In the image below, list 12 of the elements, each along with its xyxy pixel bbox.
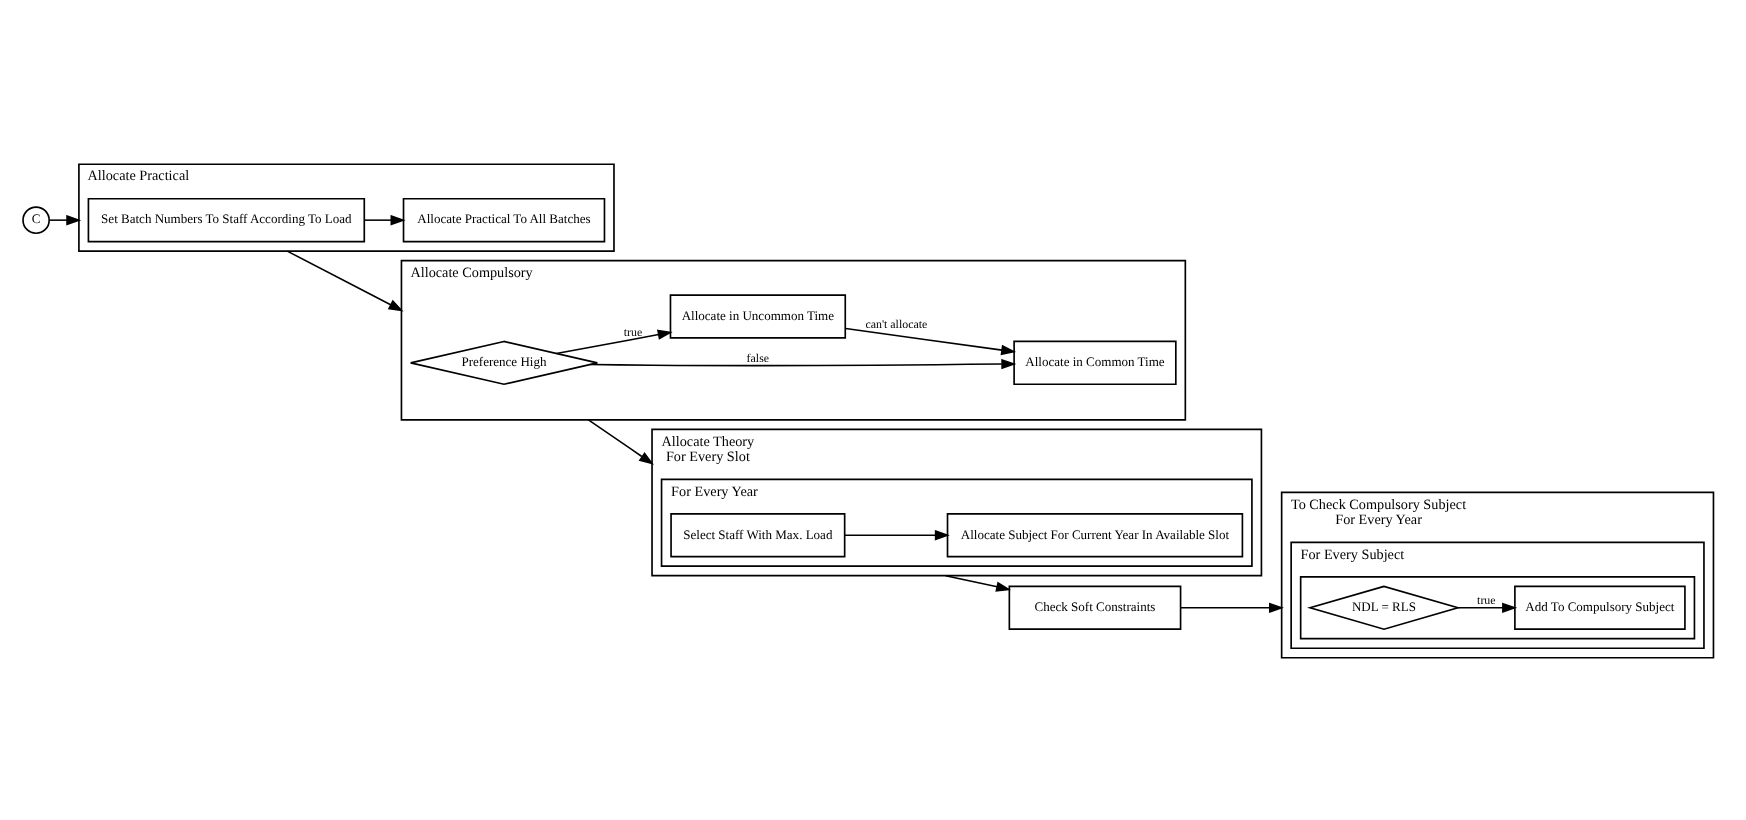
arrow bbox=[48, 213, 82, 225]
arrow bbox=[286, 249, 404, 311]
arrow bbox=[555, 328, 673, 354]
arrow bbox=[844, 529, 950, 540]
arrow bbox=[363, 213, 406, 225]
arrow bbox=[1179, 601, 1284, 613]
arrow bbox=[589, 357, 1017, 369]
arrow bbox=[944, 573, 1012, 591]
cluster bbox=[1299, 575, 1696, 639]
arrow bbox=[1457, 601, 1518, 613]
arrow bbox=[844, 326, 1017, 355]
arrow bbox=[587, 418, 654, 464]
